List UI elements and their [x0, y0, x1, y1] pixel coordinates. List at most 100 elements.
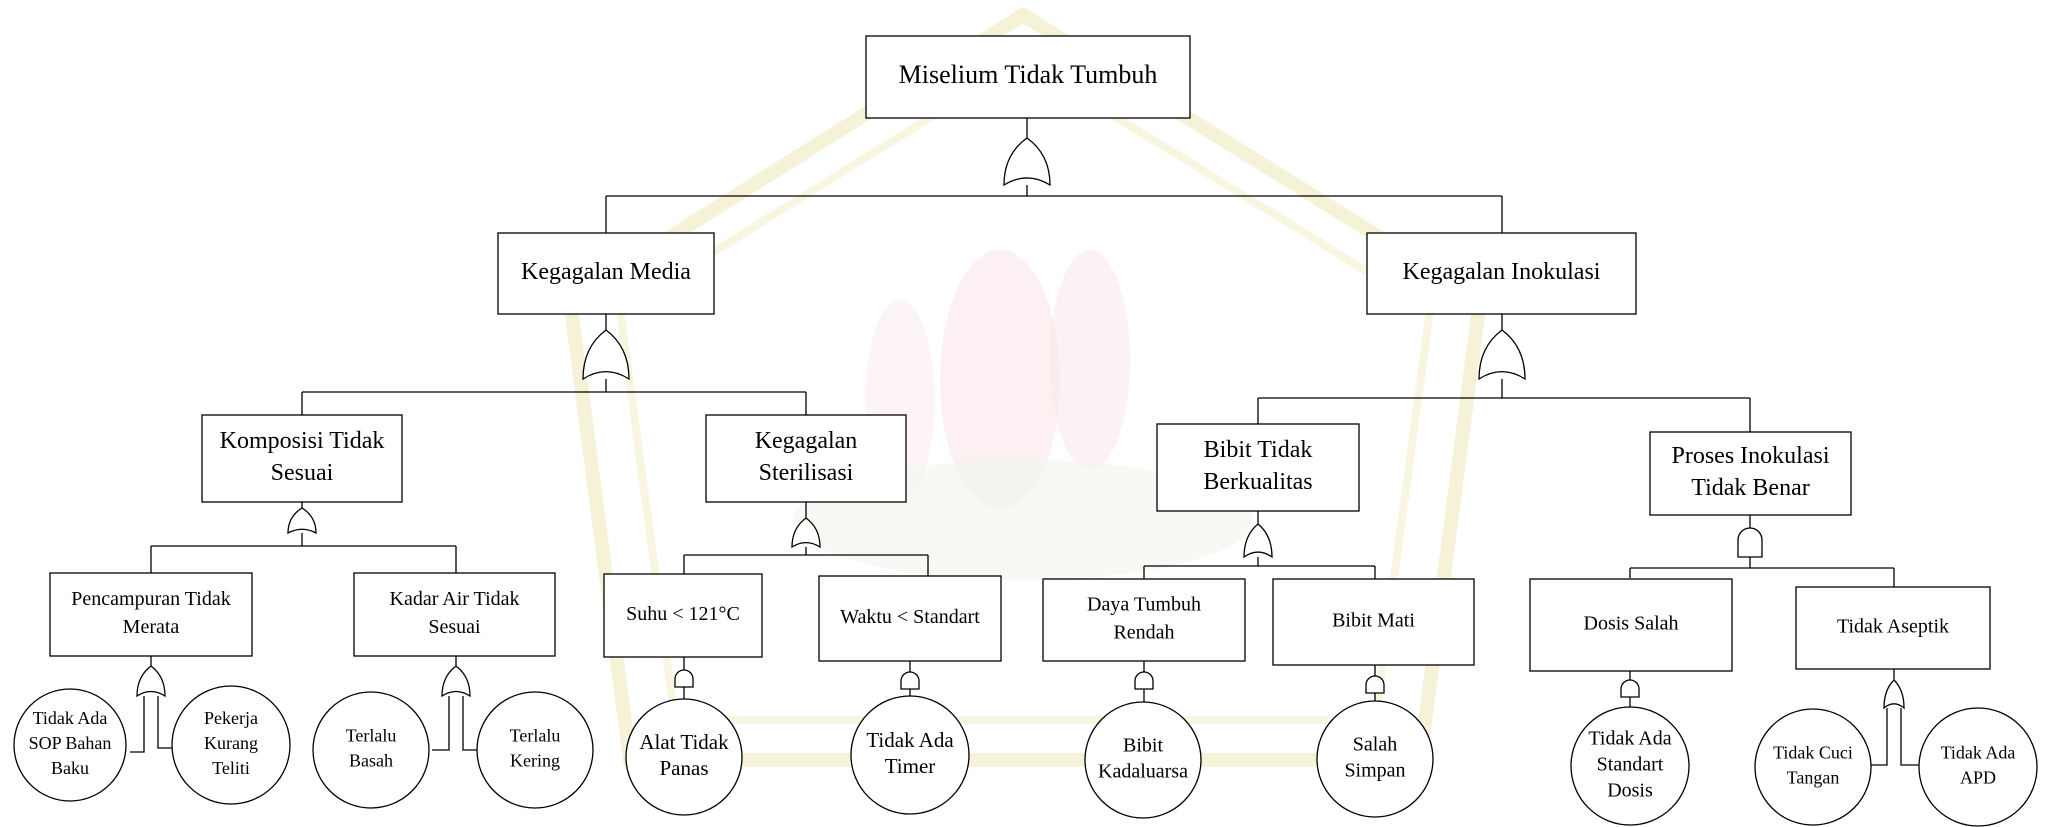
- event-komposisi-tidak-sesuai-label-line: Komposisi Tidak: [220, 428, 385, 454]
- top-event-box-frame: [865, 35, 1191, 119]
- event-pencampuran-tidak-merata-label-line: Merata: [123, 616, 180, 638]
- connector-lines: [130, 118, 1919, 766]
- basic-event-pekerja-kurang-teliti-label-line: Pekerja: [204, 708, 258, 728]
- event-tidak-aseptik: Tidak Aseptik: [1795, 586, 1991, 670]
- mati-and-gate: [1365, 675, 1385, 694]
- top-event-box: Miselium Tidak Tumbuh: [865, 35, 1191, 119]
- event-bibit-mati: Bibit Mati: [1272, 578, 1475, 666]
- media-or-gate: [582, 329, 630, 381]
- inokulasi-or-gate: [1478, 329, 1526, 381]
- basic-event-salah-simpan-label-line: Simpan: [1344, 760, 1405, 782]
- basic-event-tidak-ada-sop-label-line: Tidak Ada: [33, 708, 108, 728]
- event-dosis-salah-frame: [1529, 578, 1733, 672]
- event-waktu-label-line: Waktu < Standart: [840, 606, 980, 628]
- top-event-box-label-line: Miselium Tidak Tumbuh: [899, 60, 1158, 89]
- event-kadar-air-tidak-sesuai-label-line: Kadar Air Tidak: [390, 588, 520, 610]
- event-pencampuran-tidak-merata-frame: [49, 572, 253, 657]
- basic-event-alat-tidak-panas-circle: [625, 698, 743, 816]
- basic-event-alat-tidak-panas-label-line: Alat Tidak: [639, 730, 729, 754]
- basic-event-tidak-ada-apd-label-line: Tidak Ada: [1941, 743, 2016, 763]
- basic-event-terlalu-kering-circle: [476, 691, 594, 809]
- basic-event-tidak-ada-sop-label-line: Baku: [51, 758, 89, 778]
- event-bibit-mati-frame: [1272, 578, 1475, 666]
- event-suhu: Suhu < 121°C: [603, 573, 763, 658]
- event-komposisi-tidak-sesuai-frame: [201, 414, 403, 503]
- event-dosis-salah-label-line: Dosis Salah: [1584, 613, 1679, 635]
- event-kegagalan-sterilisasi-label-line: Kegagalan: [755, 428, 858, 454]
- event-suhu-label: Suhu < 121°C: [626, 603, 740, 625]
- sterilisasi-or-gate: [791, 517, 821, 549]
- basic-event-terlalu-basah-circle: [312, 691, 430, 809]
- kadar-air-or-gate: [441, 665, 471, 698]
- proses-and-gate: [1737, 527, 1763, 558]
- event-dosis-salah: Dosis Salah: [1529, 578, 1733, 672]
- basic-event-tidak-cuci-tangan-label-line: Tidak Cuci: [1773, 743, 1853, 763]
- event-proses-inokulasi-tidak-benar-frame: [1649, 431, 1852, 516]
- event-tidak-aseptik-label: Tidak Aseptik: [1837, 616, 1949, 638]
- event-suhu-frame: [603, 573, 763, 658]
- event-bibit-mati-label: Bibit Mati: [1332, 610, 1415, 632]
- event-kegagalan-inokulasi-frame: [1366, 232, 1637, 315]
- event-kegagalan-media-frame: [497, 232, 715, 315]
- event-kadar-air-tidak-sesuai-label-line: Sesuai: [428, 616, 481, 638]
- basic-event-bibit-kadaluarsa-circle: [1084, 701, 1202, 819]
- event-kegagalan-inokulasi-label: Kegagalan Inokulasi: [1403, 259, 1601, 285]
- basic-event-salah-simpan-label-line: Salah: [1353, 734, 1397, 756]
- pencampuran-or-gate: [136, 665, 166, 698]
- basic-event-tidak-ada-apd-label-line: APD: [1960, 768, 1996, 788]
- basic-event-salah-simpan-circle: [1316, 700, 1434, 818]
- basic-event-pekerja-kurang-teliti-circle: [171, 685, 291, 805]
- daya-and-gate: [1134, 671, 1154, 690]
- event-tidak-aseptik-label-line: Tidak Aseptik: [1837, 616, 1949, 638]
- event-waktu-frame: [818, 575, 1002, 662]
- event-bibit-tidak-berkualitas-label-line: Berkualitas: [1203, 469, 1312, 495]
- basic-event-bibit-kadaluarsa-label-line: Bibit: [1123, 735, 1163, 757]
- event-daya-tumbuh-rendah-frame: [1042, 578, 1246, 662]
- dosis-and-gate: [1620, 679, 1640, 698]
- basic-event-tidak-cuci-tangan-label-line: Tangan: [1787, 768, 1840, 788]
- basic-event-alat-tidak-panas-label-line: Panas: [660, 756, 709, 780]
- event-kegagalan-media-label-line: Kegagalan Media: [521, 259, 691, 285]
- basic-event-pekerja-kurang-teliti-label-line: Teliti: [212, 758, 250, 778]
- suhu-and-gate: [674, 669, 694, 688]
- event-kegagalan-inokulasi: Kegagalan Inokulasi: [1366, 232, 1637, 315]
- basic-event-pekerja-kurang-teliti-label-line: Kurang: [204, 733, 258, 753]
- basic-event-tidak-ada-timer-label-line: Tidak Ada: [866, 728, 954, 752]
- event-waktu: Waktu < Standart: [818, 575, 1002, 662]
- event-daya-tumbuh-rendah-label-line: Rendah: [1113, 622, 1174, 644]
- event-tidak-aseptik-frame: [1795, 586, 1991, 670]
- event-kegagalan-sterilisasi-label-line: Sterilisasi: [759, 460, 854, 486]
- event-bibit-tidak-berkualitas-label-line: Bibit Tidak: [1204, 437, 1313, 463]
- basic-event-tidak-ada-sop-circle: [13, 688, 127, 802]
- basic-event-terlalu-kering-label-line: Terlalu: [510, 726, 561, 746]
- event-bibit-mati-label-line: Bibit Mati: [1332, 610, 1415, 632]
- basic-event-tidak-ada-standart-dosis-label-line: Tidak Ada: [1588, 728, 1671, 750]
- basic-event-terlalu-kering-label-line: Kering: [510, 751, 560, 771]
- basic-event-tidak-ada-standart-dosis-circle: [1570, 706, 1690, 826]
- basic-event-tidak-ada-timer-label-line: Timer: [885, 754, 936, 778]
